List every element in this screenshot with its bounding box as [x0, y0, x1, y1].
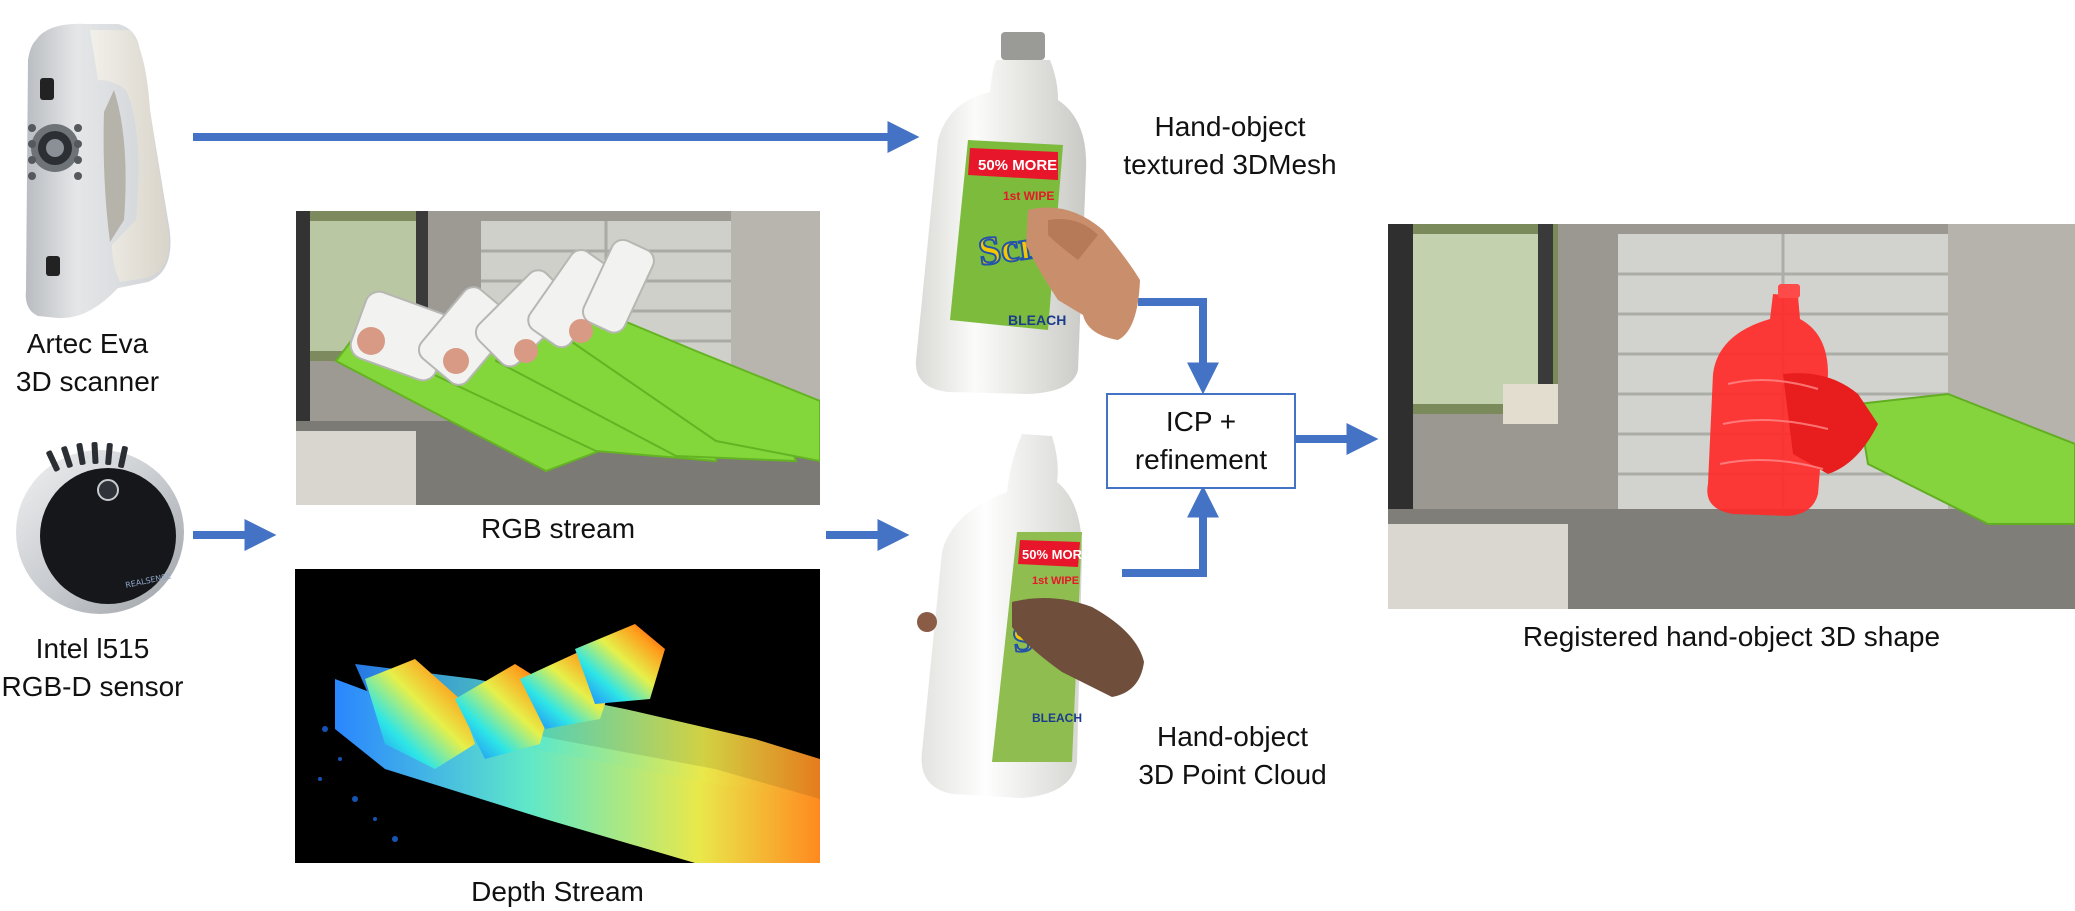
- scanner-subtitle: 3D scanner: [15, 366, 160, 397]
- icp-refinement-box: ICP + refinement: [1106, 393, 1296, 489]
- textured-mesh-image: 50% MORE 1st WIPE Scrub BLEACH: [908, 30, 1143, 402]
- mesh-label: Hand-object textured 3DMesh: [1105, 108, 1355, 184]
- arrow-mesh-to-icp: [1138, 298, 1219, 395]
- cloud-bottle-tag: 1st WIPE: [1032, 575, 1079, 587]
- artec-eva-scanner-image: [18, 20, 173, 325]
- point-cloud-label: Hand-object 3D Point Cloud: [1110, 718, 1355, 794]
- sensor-subtitle: RGB-D sensor: [1, 671, 184, 702]
- mesh-label-line1: Hand-object: [1154, 111, 1306, 142]
- point-cloud-label-line1: Hand-object: [1157, 721, 1308, 752]
- depth-stream-image: [295, 569, 820, 863]
- scanner-label: Artec Eva 3D scanner: [0, 325, 175, 401]
- mesh-bottle-tag: 1st WIPE: [1003, 189, 1054, 203]
- cloud-bottle-product: BLEACH: [1032, 711, 1082, 725]
- point-cloud-label-line2: 3D Point Cloud: [1138, 759, 1327, 790]
- mesh-bottle-product: BLEACH: [1008, 312, 1066, 328]
- arrow-cloud-to-icp: [1122, 485, 1219, 577]
- registered-result-image: [1388, 224, 2075, 609]
- mesh-bottle-promo: 50% MORE: [978, 157, 1057, 174]
- rgb-stream-label: RGB stream: [480, 513, 636, 544]
- intel-l515-sensor-image: REALSENSE: [8, 440, 193, 620]
- icp-box-line2: refinement: [1134, 444, 1268, 475]
- rgb-stream-image: [296, 211, 820, 505]
- sensor-name: Intel l515: [35, 633, 150, 664]
- scanner-name: Artec Eva: [26, 328, 149, 359]
- depth-stream-label: Depth Stream: [471, 876, 644, 907]
- result-label: Registered hand-object 3D shape: [1522, 621, 1941, 652]
- mesh-label-line2: textured 3DMesh: [1123, 149, 1337, 180]
- icp-box-line1: ICP +: [1165, 406, 1237, 437]
- cloud-bottle-promo: 50% MORE: [1022, 547, 1091, 562]
- sensor-label: Intel l515 RGB-D sensor: [0, 630, 185, 706]
- point-cloud-image: 50% MORE 1st WIPE Scrub BLEACH: [912, 432, 1148, 802]
